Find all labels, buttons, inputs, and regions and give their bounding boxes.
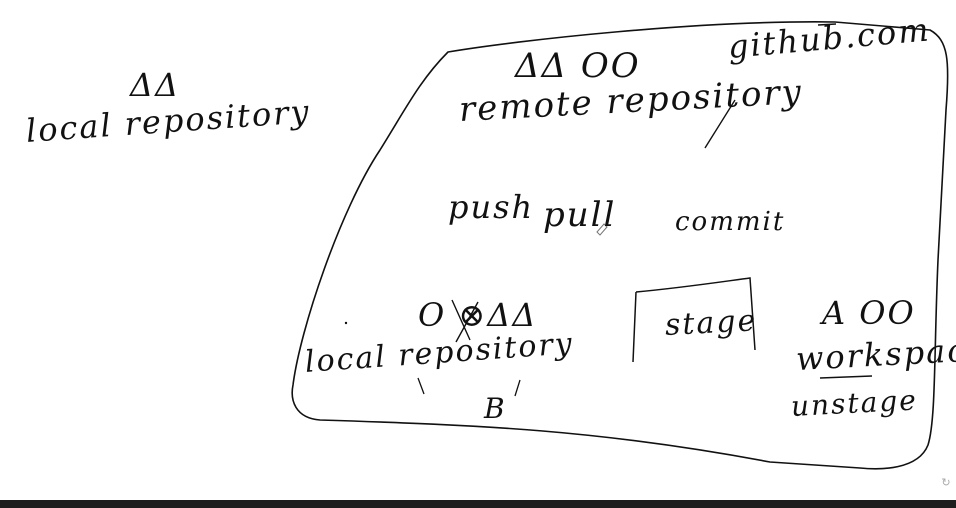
stage-label: stage <box>664 303 759 343</box>
cloud-outline <box>291 21 949 470</box>
stage-box <box>632 277 756 363</box>
push-label: push <box>448 188 535 226</box>
stroke-cross <box>451 299 479 343</box>
unstage-label: unstage <box>790 383 919 423</box>
stroke-dot <box>344 321 348 325</box>
remote-symbols: ΔΔ OO <box>515 46 641 86</box>
stroke-host <box>817 23 837 26</box>
local-letter: B <box>484 392 507 425</box>
stroke-remote-slash <box>704 99 736 149</box>
stroke-workspace-underline <box>819 375 873 379</box>
bottom-bar <box>0 500 956 508</box>
local-symbols: O ⊗ΔΔ <box>418 296 538 334</box>
pull-label: pull <box>543 195 617 235</box>
stroke-local-marks <box>417 377 521 397</box>
commit-label: commit <box>675 207 786 237</box>
workspace-symbols: A OO <box>822 294 916 332</box>
left-symbols: ΔΔ <box>130 66 181 104</box>
refresh-icon[interactable]: ↻ <box>941 476 951 489</box>
pencil-icon <box>596 223 608 236</box>
